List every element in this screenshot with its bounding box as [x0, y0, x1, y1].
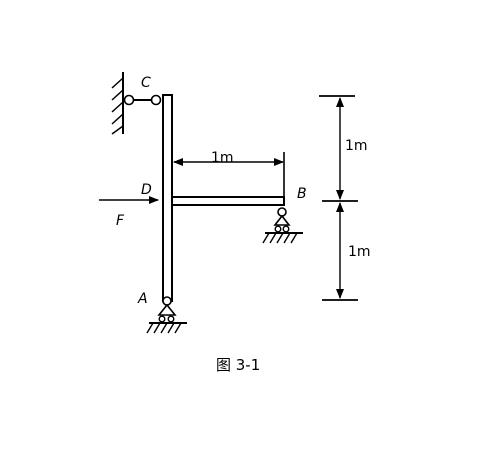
vertical-dimensions: [319, 95, 358, 301]
label-f: F: [116, 213, 125, 229]
label-d: D: [141, 182, 152, 198]
label-c: C: [141, 75, 151, 91]
vertical-column: [162, 94, 173, 302]
label-b: B: [297, 186, 307, 202]
roller-support-b: [262, 207, 303, 244]
fixed-wall-c: [111, 72, 124, 135]
label-a: A: [137, 291, 148, 307]
link-bar-c: [123, 94, 162, 106]
label-horizontal-dim: 1m: [211, 150, 234, 166]
horizontal-dimension: [173, 152, 285, 196]
figure-caption: 图 3-1: [216, 356, 260, 374]
label-lower-vertical-dim: 1m: [348, 244, 371, 260]
horizontal-beam: [171, 196, 285, 206]
label-upper-vertical-dim: 1m: [345, 138, 368, 154]
roller-support-a: [146, 296, 187, 334]
